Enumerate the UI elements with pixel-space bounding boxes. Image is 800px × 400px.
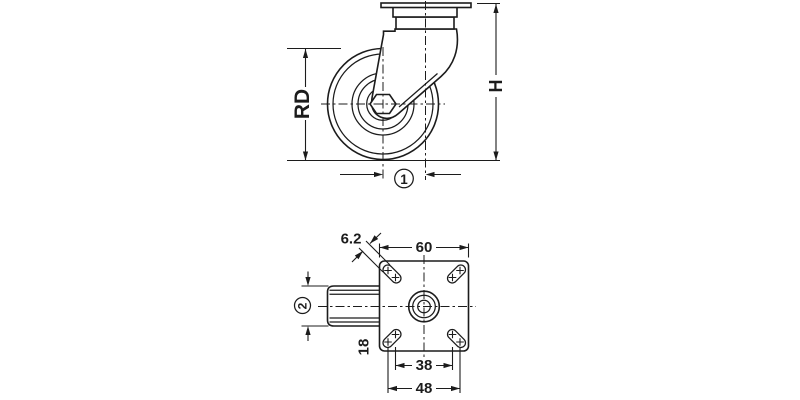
bolt-spacing-inner-arrow-left [395, 362, 405, 369]
plate-width-arrow-right [459, 244, 469, 251]
slot-top-left [382, 264, 402, 284]
slot-width-arrow-sw [354, 251, 363, 260]
dimension-wheel-width-footnote-2: 2 [293, 271, 329, 341]
bolt-spacing-inner-label: 38 [416, 357, 433, 374]
slot-top-right [446, 264, 467, 284]
offset-arrow-left [425, 171, 435, 178]
slot-width-label: 6.2 [341, 231, 362, 248]
edge-distance-label: 18 [356, 339, 373, 356]
dimension-h: H [486, 4, 506, 161]
offset-arrow-right [374, 171, 383, 178]
bolt-spacing-outer-label: 48 [416, 380, 433, 397]
wheel-width-arrow-down [305, 277, 311, 286]
dimension-bolt-spacing-inner: 38 [394, 347, 454, 374]
fork-inner-edge [398, 73, 438, 108]
plate-width-arrow-left [379, 244, 389, 251]
bolt-spacing-outer-arrow-right [451, 385, 460, 392]
slot-bottom-left [382, 328, 402, 349]
footnote-2-number: 2 [296, 302, 310, 309]
h-arrow-up [493, 4, 499, 13]
dimension-plate-width: 60 [378, 239, 470, 258]
footnote-2-circle [293, 296, 312, 315]
dimension-rd: RD [291, 49, 314, 161]
plate-width-label: 60 [416, 239, 433, 256]
slot-bottom-right [446, 328, 467, 349]
h-dimension-label: H [486, 80, 506, 93]
h-arrow-down [493, 151, 499, 161]
bolt-spacing-inner-arrow-right [443, 362, 453, 369]
wheel-width-arrow-up [305, 326, 311, 335]
bolt-spacing-outer-arrow-left [388, 385, 397, 392]
rd-arrow-down [302, 151, 309, 161]
bolt-slots [382, 264, 467, 349]
dimension-bolt-spacing-outer: 48 [387, 347, 461, 397]
slot-edge-extension [358, 247, 384, 273]
footnote-1-circle [394, 168, 414, 189]
slot-width-arrow-ne [370, 235, 379, 244]
dimension-slot-width: 6.2 [341, 231, 391, 273]
rd-dimension-label: RD [291, 89, 314, 119]
dimension-offset-footnote-1: 1 [340, 168, 461, 189]
rd-arrow-up [302, 49, 309, 58]
footnote-1-number: 1 [400, 172, 408, 187]
plan-view: 6.2 60 38 [293, 231, 476, 397]
side-view: RD H 1 [287, 1, 506, 189]
slot-edge-extension [365, 240, 391, 266]
bolt-center-marks [384, 266, 464, 346]
